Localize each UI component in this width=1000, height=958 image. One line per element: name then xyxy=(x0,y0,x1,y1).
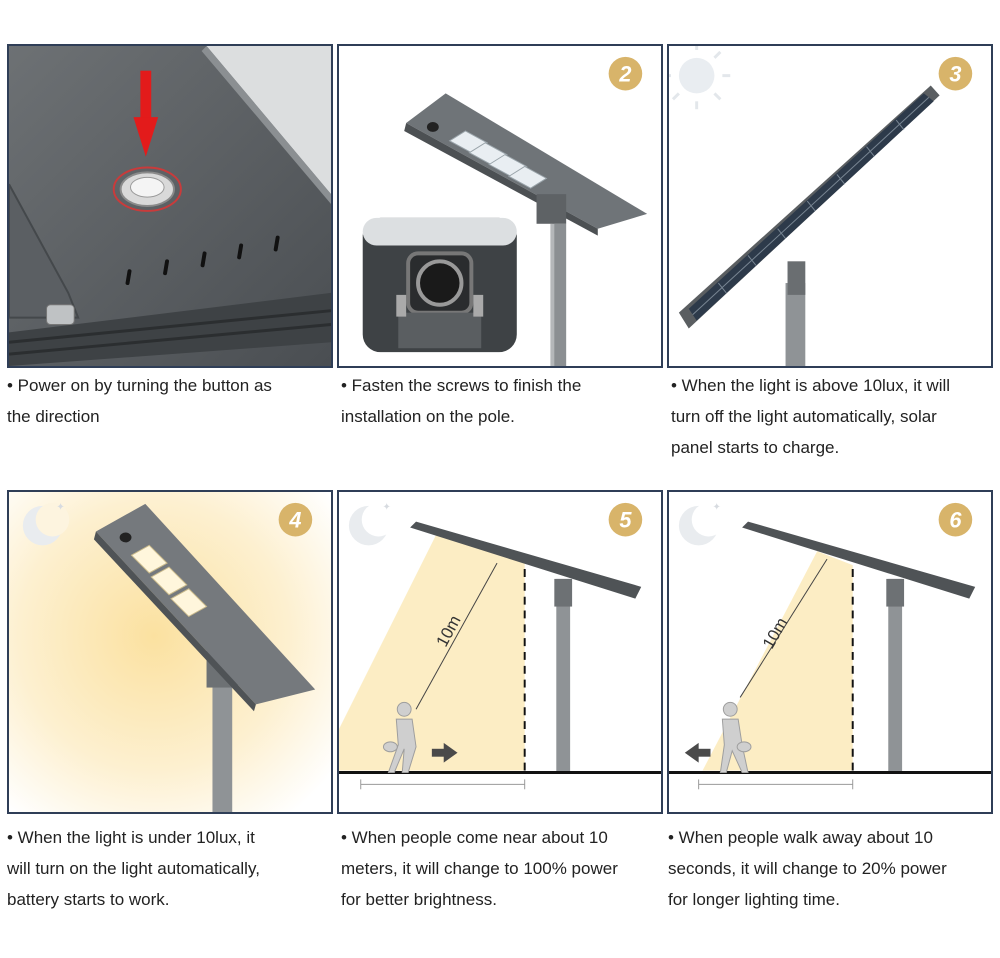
step-2-image: 2 xyxy=(337,44,663,368)
step-6-caption: • When people walk away about 10 seconds… xyxy=(668,822,947,915)
step-badge: 6 xyxy=(938,502,973,537)
svg-text:✦: ✦ xyxy=(382,502,390,513)
arrow-left-icon xyxy=(684,742,711,763)
inset-bracket-photo xyxy=(362,217,517,353)
moon-icon: ✦ xyxy=(22,502,70,546)
caption-line: will turn on the light automatically, xyxy=(7,859,260,878)
step-4-caption: • When the light is under 10lux, it will… xyxy=(7,822,260,915)
step-number: 6 xyxy=(949,508,962,533)
arrow-right-icon xyxy=(431,742,458,763)
step-4-image: ✦ 4 xyxy=(7,490,333,814)
caption-line: • When the light is above 10lux, it will xyxy=(671,376,951,395)
step-3-image: 3 xyxy=(667,44,993,368)
step-6-image: ✦ 10m 6 xyxy=(667,490,993,814)
caption-line: installation on the pole. xyxy=(341,407,515,426)
power-button-graphic xyxy=(112,166,182,212)
step-badge: 2 xyxy=(608,56,643,91)
step-number: 3 xyxy=(949,62,961,87)
caption-line: the direction xyxy=(7,407,100,426)
step-3-caption: • When the light is above 10lux, it will… xyxy=(671,370,950,463)
person-walking-icon xyxy=(382,701,417,773)
caption-line: turn off the light automatically, solar xyxy=(671,407,937,426)
arrow-down-icon xyxy=(133,70,159,157)
step-badge: 3 xyxy=(938,56,973,91)
step-number: 2 xyxy=(618,62,631,87)
caption-line: • Fasten the screws to finish the xyxy=(341,376,582,395)
moon-icon: ✦ xyxy=(348,502,396,546)
step-number: 5 xyxy=(619,508,632,533)
caption-line: battery starts to work. xyxy=(7,890,170,909)
step-badge: 4 xyxy=(278,502,313,537)
caption-line: meters, it will change to 100% power xyxy=(341,859,618,878)
caption-line: • When people come near about 10 xyxy=(341,828,608,847)
caption-line: for longer lighting time. xyxy=(668,890,840,909)
caption-line: for better brightness. xyxy=(341,890,497,909)
caption-line: panel starts to charge. xyxy=(671,438,840,457)
step-1-caption: • Power on by turning the button as the … xyxy=(7,370,272,432)
caption-line: • When the light is under 10lux, it xyxy=(7,828,255,847)
sun-icon xyxy=(669,46,731,110)
step-1-image xyxy=(7,44,333,368)
caption-line: • Power on by turning the button as xyxy=(7,376,272,395)
step-badge: 5 xyxy=(608,502,643,537)
step-5-caption: • When people come near about 10 meters,… xyxy=(341,822,618,915)
step-number: 4 xyxy=(288,508,301,533)
svg-text:✦: ✦ xyxy=(712,502,720,513)
step-5-image: ✦ 10m 5 xyxy=(337,490,663,814)
svg-text:✦: ✦ xyxy=(56,502,64,513)
person-walking-icon xyxy=(719,701,752,773)
caption-line: seconds, it will change to 20% power xyxy=(668,859,947,878)
caption-line: • When people walk away about 10 xyxy=(668,828,933,847)
moon-icon: ✦ xyxy=(678,502,726,546)
step-2-caption: • Fasten the screws to finish the instal… xyxy=(341,370,581,432)
